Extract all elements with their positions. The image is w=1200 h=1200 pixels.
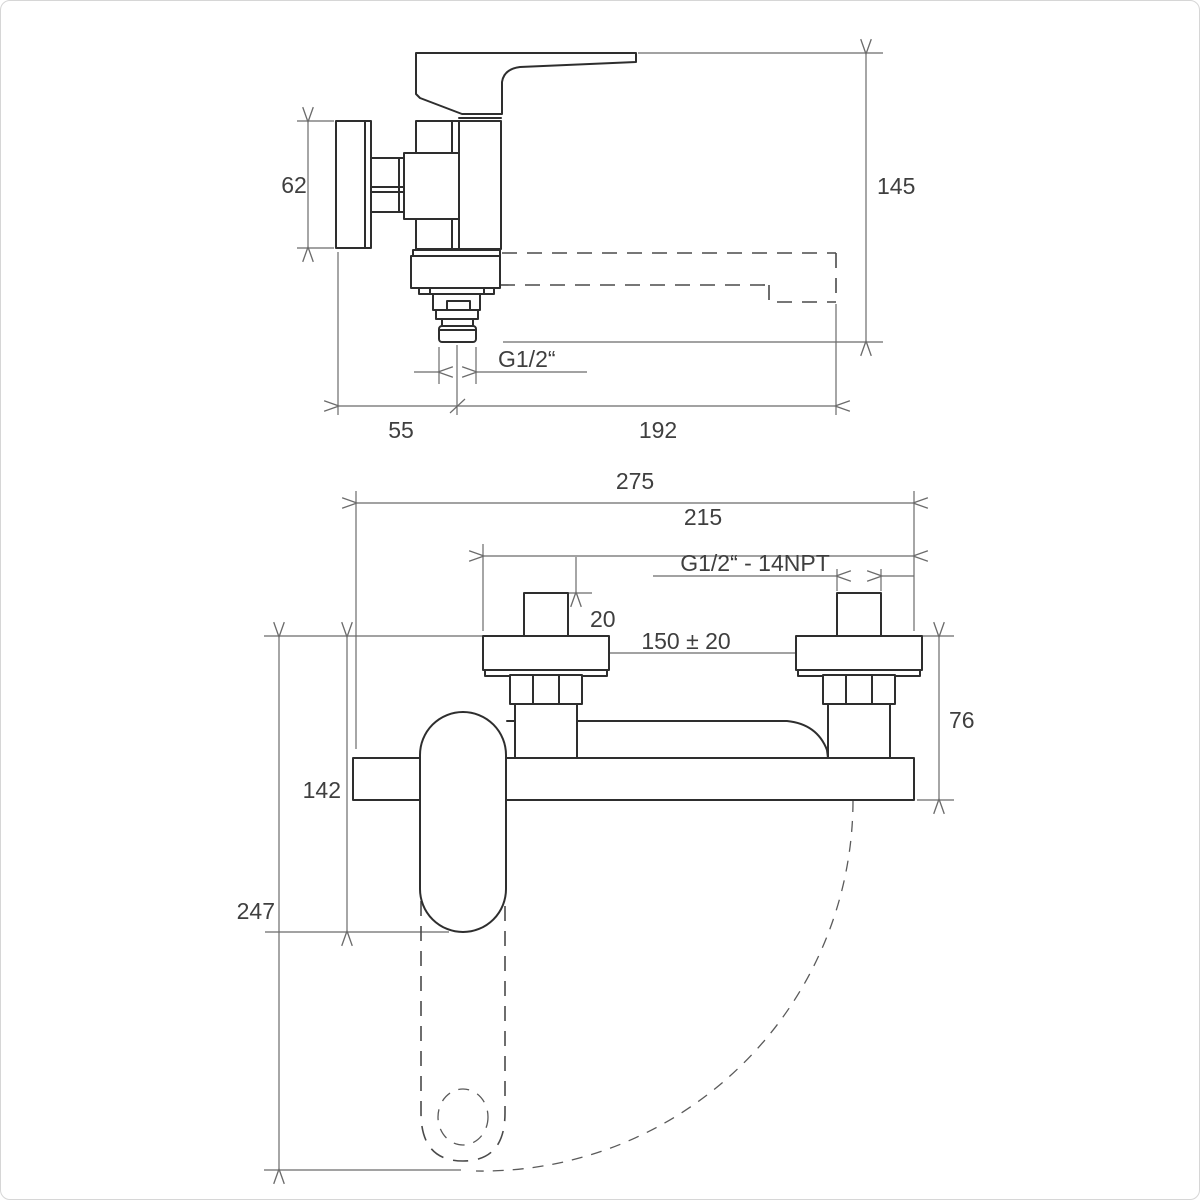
- label-192: 192: [639, 417, 677, 443]
- swivel-spout-front: [419, 711, 507, 933]
- spout-dashed-tip-step: [768, 285, 836, 303]
- label-150-20: 150 ± 20: [641, 628, 730, 654]
- label-20: 20: [590, 606, 616, 632]
- body-top-surface-line: [506, 720, 829, 759]
- lever-handle: [415, 52, 637, 115]
- side-view: 62 145 G1/2“ 55 192: [281, 53, 915, 443]
- side-view-dimension-lines: [297, 53, 883, 415]
- front-view: 275 215 G1/2“ - 14NPT 20 150 ± 20 76 142…: [237, 468, 975, 1171]
- label-g12: G1/2“: [498, 346, 556, 372]
- label-npt: G1/2“ - 14NPT: [680, 550, 830, 576]
- outlet-neck-notch: [446, 300, 471, 311]
- tick-55-192: [449, 398, 466, 414]
- wall-connector-lines: [370, 157, 405, 213]
- connector-block-left: [514, 703, 578, 759]
- mixer-body-side: [335, 52, 637, 343]
- wall-flange-right: [795, 635, 923, 671]
- label-275: 275: [616, 468, 654, 494]
- outlet-collar: [441, 318, 474, 327]
- spout-hub: [410, 255, 501, 289]
- outlet-nipple-g12: [438, 325, 477, 343]
- hex-nut-right: [822, 674, 896, 705]
- valve-block: [403, 152, 460, 220]
- connection-left: [482, 592, 610, 759]
- label-145: 145: [877, 173, 915, 199]
- outlet-step-lines: [429, 287, 485, 295]
- wall-flange-left: [482, 635, 610, 671]
- connector-block-right: [827, 703, 891, 759]
- outlet-band: [435, 309, 479, 320]
- label-76: 76: [949, 707, 975, 733]
- pipe-stub-left: [523, 592, 569, 637]
- label-55: 55: [388, 417, 414, 443]
- spout-swing-arc: [475, 800, 854, 1172]
- ext-lines-npt-stub: [836, 569, 882, 591]
- mixer-body-bar: [352, 757, 915, 801]
- label-62: 62: [281, 172, 307, 198]
- spout-dashed-side: [500, 252, 837, 303]
- hex-nut-right-facets: [845, 674, 873, 705]
- label-247: 247: [237, 898, 275, 924]
- label-215: 215: [684, 504, 722, 530]
- hex-nut-left: [509, 674, 583, 705]
- hex-nut-left-facets: [532, 674, 560, 705]
- connection-right: [795, 592, 923, 759]
- spout-outlet-dashed: [437, 1088, 489, 1146]
- pipe-stub-right: [836, 592, 882, 637]
- label-142: 142: [303, 777, 341, 803]
- spout-dashed-down-position: [420, 801, 506, 1162]
